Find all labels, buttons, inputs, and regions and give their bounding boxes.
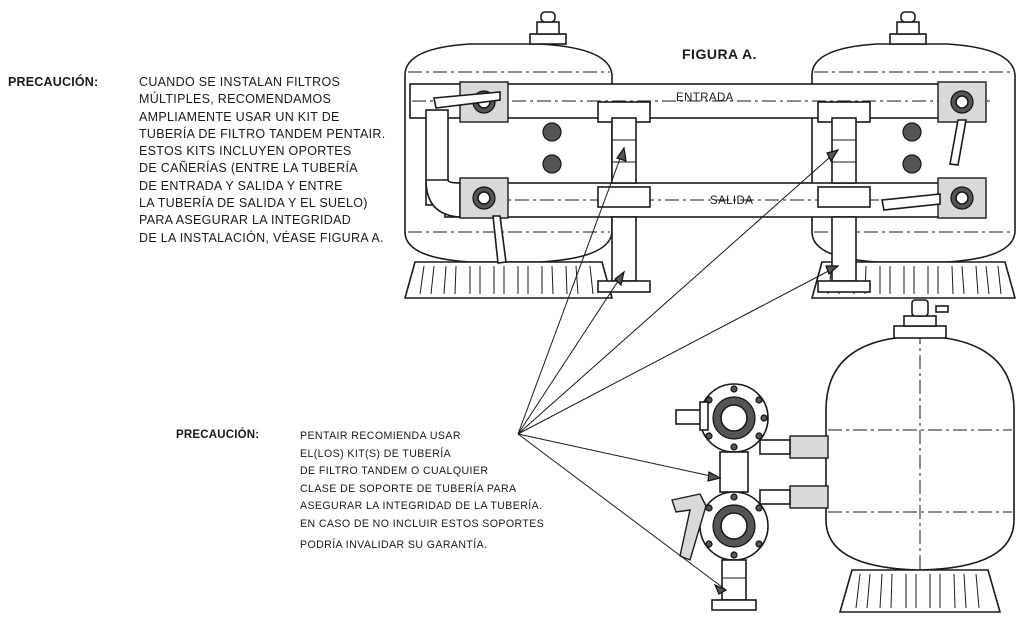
caution-line: ASEGURAR LA INTEGRIDAD DE LA TUBERÍA. (300, 500, 543, 512)
caution-text-bottom: PENTAIR RECOMIENDA USAR EL(LOS) KIT(S) D… (300, 428, 544, 555)
caution-line: PENTAIR RECOMIENDA USAR (300, 430, 461, 442)
side-mount-tank-lid (893, 299, 949, 339)
right-tank-lid (889, 11, 927, 45)
caution-line: PODRÍA INVALIDAR SU GARANTÍA. (300, 539, 488, 551)
left-tank-lid (529, 11, 567, 45)
callout-lines (517, 147, 839, 591)
floor-pipe-support (721, 559, 747, 601)
caution-line: CLASE DE SOPORTE DE TUBERÍA PARA (300, 482, 517, 495)
outlet-label: SALIDA (710, 195, 754, 207)
caution-line: CUANDO SE INSTALAN FILTROS (139, 75, 341, 89)
callout-arrowheads (614, 146, 840, 595)
inlet-label: ENTRADA (676, 92, 734, 104)
caution-line: ESTOS KITS INCLUYEN OPORTES (139, 144, 352, 159)
left-tank-lower-flange (459, 177, 509, 219)
caution-line: DE FILTRO TANDEM O CUALQUIER (300, 465, 489, 477)
caution-line: EL(LOS) KIT(S) DE TUBERÍA (300, 447, 452, 460)
caution-line: DE CAÑERÍAS (ENTRE LA TUBERÍA (139, 161, 358, 176)
single-filter-assembly (671, 299, 1015, 613)
caution-line: PARA ASEGURAR LA INTEGRIDAD (139, 213, 352, 228)
left-tank-base (403, 261, 614, 299)
caution-label-top: PRECAUCIÓN: (8, 75, 99, 89)
caution-line: TUBERÍA DE FILTRO TANDEM PENTAIR. (139, 126, 386, 141)
figure-title: FIGURA A. (682, 46, 758, 62)
tandem-filter-assembly (403, 11, 1017, 299)
caution-line: EN CASO DE NO INCLUIR ESTOS SOPORTES (300, 517, 545, 530)
right-tank-upper-flange (937, 81, 987, 123)
caution-line: AMPLIAMENTE USAR UN KIT DE (139, 109, 340, 124)
right-tank-lower-flange (937, 177, 987, 219)
caution-line: LA TUBERÍA DE SALIDA Y EL SUELO) (139, 196, 368, 211)
caution-line: DE LA INSTALACIÓN, VÉASE FIGURA A. (139, 230, 384, 245)
lower-valve-flange (699, 491, 769, 561)
caution-line: MÚLTIPLES, RECOMENDAMOS (139, 92, 332, 107)
caution-line: DE ENTRADA Y SALIDA Y ENTRE (139, 178, 343, 193)
upper-valve-flange (699, 383, 769, 453)
caution-text-top: CUANDO SE INSTALAN FILTROS MÚLTIPLES, RE… (139, 74, 386, 247)
caution-label-bottom: PRECAUCIÓN: (176, 429, 260, 441)
